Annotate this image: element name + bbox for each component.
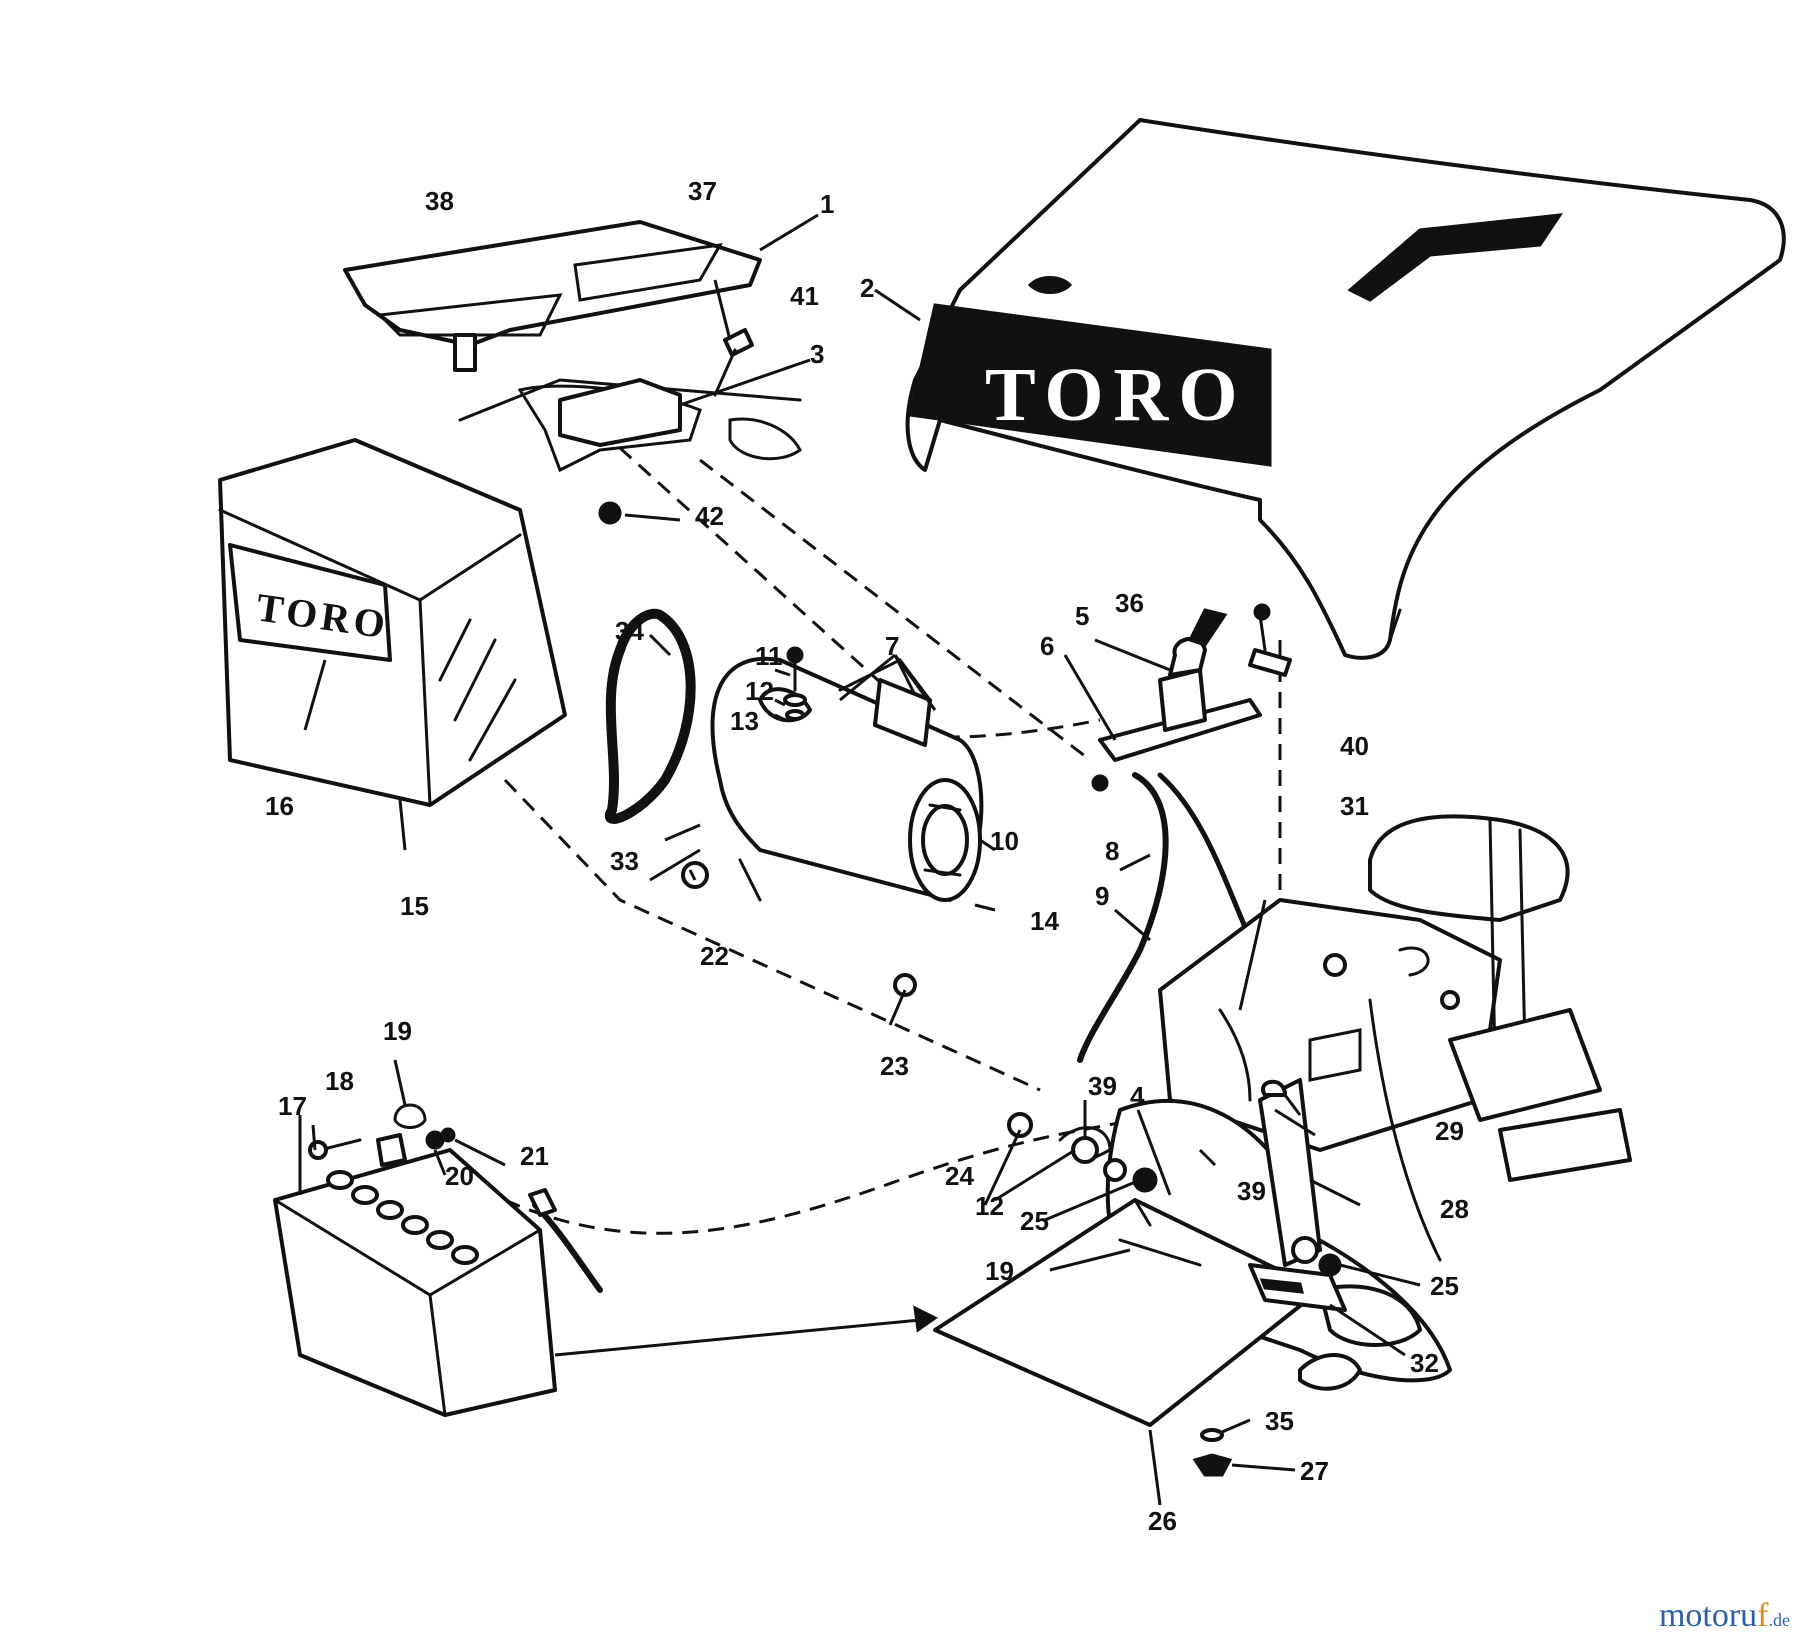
callout-16: 16 bbox=[265, 791, 294, 821]
callout-14: 14 bbox=[1030, 906, 1059, 936]
battery bbox=[273, 1148, 557, 1417]
callout-41: 41 bbox=[790, 281, 819, 311]
callout-42: 42 bbox=[695, 501, 724, 531]
screw-23 bbox=[893, 973, 917, 997]
mounting-hardware bbox=[1007, 1078, 1342, 1277]
callout-32: 32 bbox=[1410, 1348, 1439, 1378]
callout-28: 28 bbox=[1440, 1194, 1469, 1224]
watermark-main: motoru bbox=[1658, 1597, 1758, 1634]
callout-8: 8 bbox=[1105, 836, 1119, 866]
callout-5: 5 bbox=[1075, 601, 1089, 631]
callout-35: 35 bbox=[1265, 1406, 1294, 1436]
callout-20: 20 bbox=[445, 1161, 474, 1191]
wing-nut-27 bbox=[1192, 1453, 1233, 1477]
callout-7: 7 bbox=[885, 631, 899, 661]
battery-cover: TORO bbox=[218, 438, 567, 807]
washer-12 bbox=[783, 693, 807, 707]
battery-to-tray-arrow bbox=[554, 1305, 938, 1357]
mount-plate-32 bbox=[1248, 1263, 1347, 1312]
callout-40: 40 bbox=[1340, 731, 1369, 761]
callout-25b: 25 bbox=[1430, 1271, 1459, 1301]
callout-33: 33 bbox=[610, 846, 639, 876]
callout-39a: 39 bbox=[1088, 1071, 1117, 1101]
callout-36: 36 bbox=[1115, 588, 1144, 618]
watermark: motoruf.de bbox=[1659, 1597, 1790, 1635]
callout-22: 22 bbox=[700, 941, 729, 971]
voltage-regulator bbox=[458, 378, 802, 473]
callout-24: 24 bbox=[945, 1161, 974, 1191]
ignition-switch bbox=[1098, 603, 1292, 762]
callout-11: 11 bbox=[755, 641, 783, 671]
bolt-11 bbox=[786, 646, 804, 692]
callout-10: 10 bbox=[990, 826, 1019, 856]
watermark-tld: .de bbox=[1768, 1610, 1791, 1630]
engine bbox=[1158, 814, 1632, 1182]
washer-35 bbox=[1200, 1428, 1224, 1442]
watermark-accent: f bbox=[1757, 1597, 1769, 1634]
callout-25a: 25 bbox=[1020, 1206, 1049, 1236]
callout-39b: 39 bbox=[1237, 1176, 1266, 1206]
battery-terminals bbox=[308, 1103, 603, 1293]
leader-lines bbox=[298, 213, 1421, 1506]
drive-belt bbox=[604, 608, 696, 824]
callout-37: 37 bbox=[688, 176, 717, 206]
callout-27: 27 bbox=[1300, 1456, 1329, 1486]
callout-38: 38 bbox=[425, 186, 454, 216]
callout-15: 15 bbox=[400, 891, 429, 921]
callout-19b: 19 bbox=[985, 1256, 1014, 1286]
callout-12b: 12 bbox=[975, 1191, 1004, 1221]
callout-26: 26 bbox=[1148, 1506, 1177, 1536]
callout-21: 21 bbox=[520, 1141, 549, 1171]
callout-19a: 19 bbox=[383, 1016, 412, 1046]
callout-4: 4 bbox=[1130, 1081, 1145, 1111]
callout-34: 34 bbox=[615, 616, 644, 646]
nut-42 bbox=[598, 501, 622, 525]
callout-9: 9 bbox=[1095, 881, 1109, 911]
starter-generator bbox=[710, 656, 984, 902]
bolt-41 bbox=[713, 328, 754, 397]
callout-17: 17 bbox=[278, 1091, 307, 1121]
callout-12a: 12 bbox=[745, 676, 774, 706]
callout-29: 29 bbox=[1435, 1116, 1464, 1146]
washer-13 bbox=[785, 709, 805, 721]
wiring-dashed-lines bbox=[503, 428, 1282, 1380]
hood: TORO bbox=[905, 118, 1786, 660]
callout-13: 13 bbox=[730, 706, 759, 736]
callout-3: 3 bbox=[810, 339, 824, 369]
callout-18: 18 bbox=[325, 1066, 354, 1096]
dash-tray bbox=[343, 220, 762, 372]
callout-1: 1 bbox=[820, 189, 834, 219]
callout-23: 23 bbox=[880, 1051, 909, 1081]
screw-22 bbox=[681, 861, 709, 889]
hood-brand-text: TORO bbox=[985, 353, 1247, 437]
callout-numbers: 1 2 3 4 5 6 7 8 9 10 11 12 12 13 14 15 1… bbox=[265, 176, 1469, 1536]
callout-31: 31 bbox=[1340, 791, 1369, 821]
callout-6: 6 bbox=[1040, 631, 1054, 661]
callout-2: 2 bbox=[860, 273, 874, 303]
